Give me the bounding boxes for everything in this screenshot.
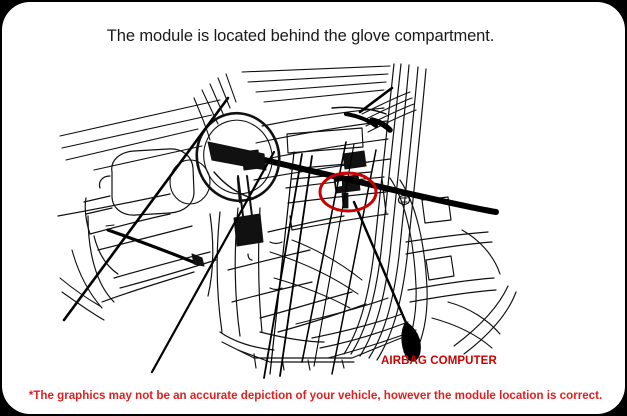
page-title-text: The module is located behind the glove c… — [106, 27, 495, 45]
module-highlight-ellipse — [318, 171, 378, 213]
wiring-harness — [331, 86, 417, 133]
disclaimer-note-text: *The graphics may not be an accurate dep… — [28, 389, 603, 402]
dash-block — [342, 150, 367, 170]
wheel-arch — [453, 285, 517, 355]
airbag-computer-pointer — [352, 200, 421, 362]
airbag-computer-label: AIRBAG COMPUTER — [381, 355, 497, 367]
a-pillar — [343, 63, 427, 361]
disclaimer-note: *The graphics may not be an accurate dep… — [2, 389, 625, 402]
belt-line — [57, 193, 171, 217]
windshield-edge — [241, 65, 391, 103]
left-trim — [59, 73, 237, 321]
driver-seat — [83, 148, 217, 303]
headliner-lines — [59, 99, 221, 171]
diagonal-rods — [62, 96, 377, 379]
dashboard-top — [251, 107, 391, 181]
page-title: The module is located behind the glove c… — [2, 27, 625, 46]
seat-armrest — [105, 224, 205, 267]
steering-column — [233, 175, 264, 247]
